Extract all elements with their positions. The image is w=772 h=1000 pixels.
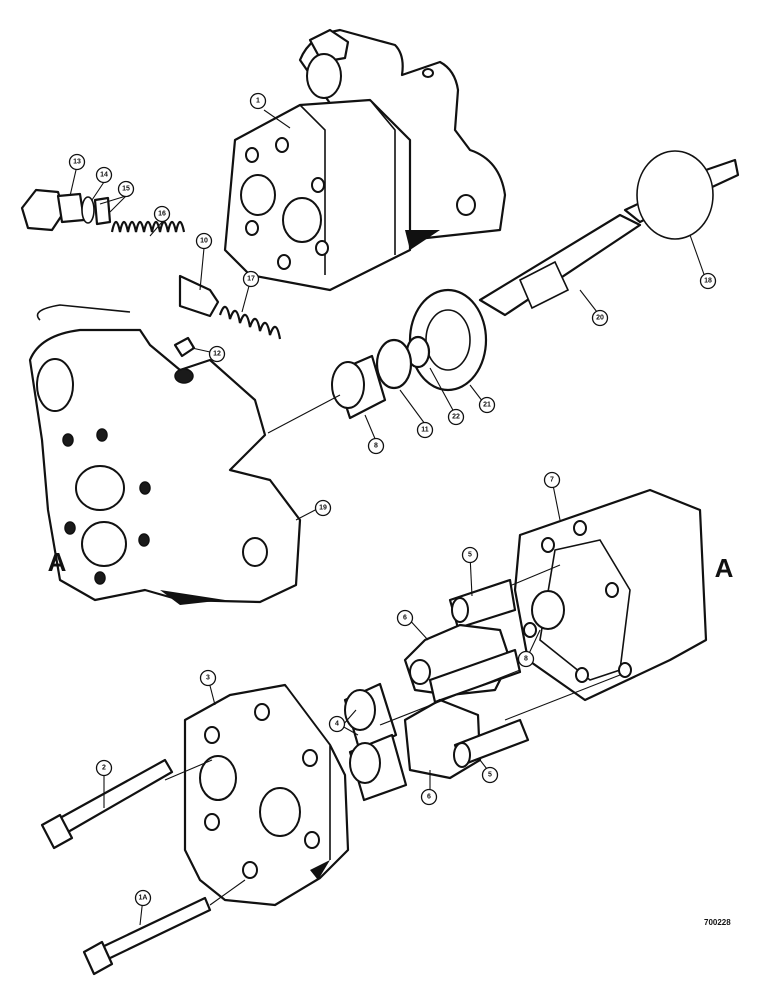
snap-ring-18 [636, 150, 714, 240]
cap-screw-2 [58, 758, 174, 834]
svg-text:21: 21 [483, 402, 491, 409]
callout-10: 10 [195, 232, 213, 250]
callout-6-bottom: 6 [420, 788, 438, 806]
svg-text:18: 18 [704, 278, 712, 285]
callout-8-top: 8 [367, 437, 385, 455]
cover-3 [183, 683, 350, 907]
callout-22: 22 [447, 408, 465, 426]
svg-text:6: 6 [427, 794, 431, 801]
callout-15: 15 [117, 180, 135, 198]
callout-13: 13 [68, 153, 86, 171]
svg-text:8: 8 [524, 656, 528, 663]
svg-text:22: 22 [452, 414, 460, 421]
svg-text:1A: 1A [139, 895, 148, 902]
svg-text:5: 5 [468, 552, 472, 559]
callout-8-bottom: 8 [517, 650, 535, 668]
svg-text:19: 19 [319, 505, 327, 512]
callout-16: 16 [153, 205, 171, 223]
svg-text:8: 8 [374, 443, 378, 450]
spring-17 [218, 305, 282, 340]
svg-text:2: 2 [102, 765, 106, 772]
spring-16 [110, 220, 186, 233]
svg-text:10: 10 [200, 238, 208, 245]
relief-valve-parts [20, 188, 282, 358]
svg-text:5: 5 [488, 772, 492, 779]
housing-19 [28, 304, 302, 605]
svg-text:15: 15 [122, 186, 130, 193]
body-7 [513, 488, 708, 702]
svg-text:20: 20 [596, 315, 604, 322]
svg-text:1: 1 [256, 98, 260, 105]
gears-and-bushings [343, 578, 530, 802]
callout-17: 17 [242, 270, 260, 288]
svg-text:14: 14 [100, 172, 108, 179]
reference-marker-a-right: A [715, 553, 734, 583]
svg-text:16: 16 [158, 211, 166, 218]
callout-21: 21 [478, 396, 496, 414]
svg-text:4: 4 [335, 721, 339, 728]
callout-19: 19 [314, 499, 332, 517]
svg-text:17: 17 [247, 276, 255, 283]
svg-text:11: 11 [421, 427, 429, 434]
callout-4: 4 [328, 715, 346, 733]
svg-text:13: 13 [73, 159, 81, 166]
callout-6-top: 6 [396, 609, 414, 627]
shim-15 [93, 196, 112, 226]
seal-11 [375, 338, 413, 390]
callout-1a: 1A [134, 889, 152, 907]
plug-12 [173, 336, 196, 358]
callout-14: 14 [95, 166, 113, 184]
callout-5-bottom: 5 [481, 766, 499, 784]
shaft-20 [478, 213, 642, 317]
callout-11: 11 [416, 421, 434, 439]
callout-18: 18 [699, 272, 717, 290]
cap-screw-1a [98, 896, 212, 962]
svg-text:12: 12 [213, 351, 221, 358]
callout-7: 7 [543, 471, 561, 489]
cap-screws [40, 758, 212, 976]
o-ring-14 [81, 196, 95, 224]
assembled-pump [223, 28, 507, 292]
svg-text:6: 6 [403, 615, 407, 622]
callout-1: 1 [249, 92, 267, 110]
svg-text:3: 3 [206, 675, 210, 682]
reference-marker-a-left: A [48, 547, 67, 577]
callout-2: 2 [95, 759, 113, 777]
callout-12: 12 [208, 345, 226, 363]
callout-20: 20 [591, 309, 609, 327]
shaft-assembly [331, 150, 740, 420]
plunger-10 [178, 274, 220, 318]
svg-text:7: 7 [550, 477, 554, 484]
callout-3: 3 [199, 669, 217, 687]
drawing-code: 700228 [704, 918, 731, 927]
callout-5-top: 5 [461, 546, 479, 564]
